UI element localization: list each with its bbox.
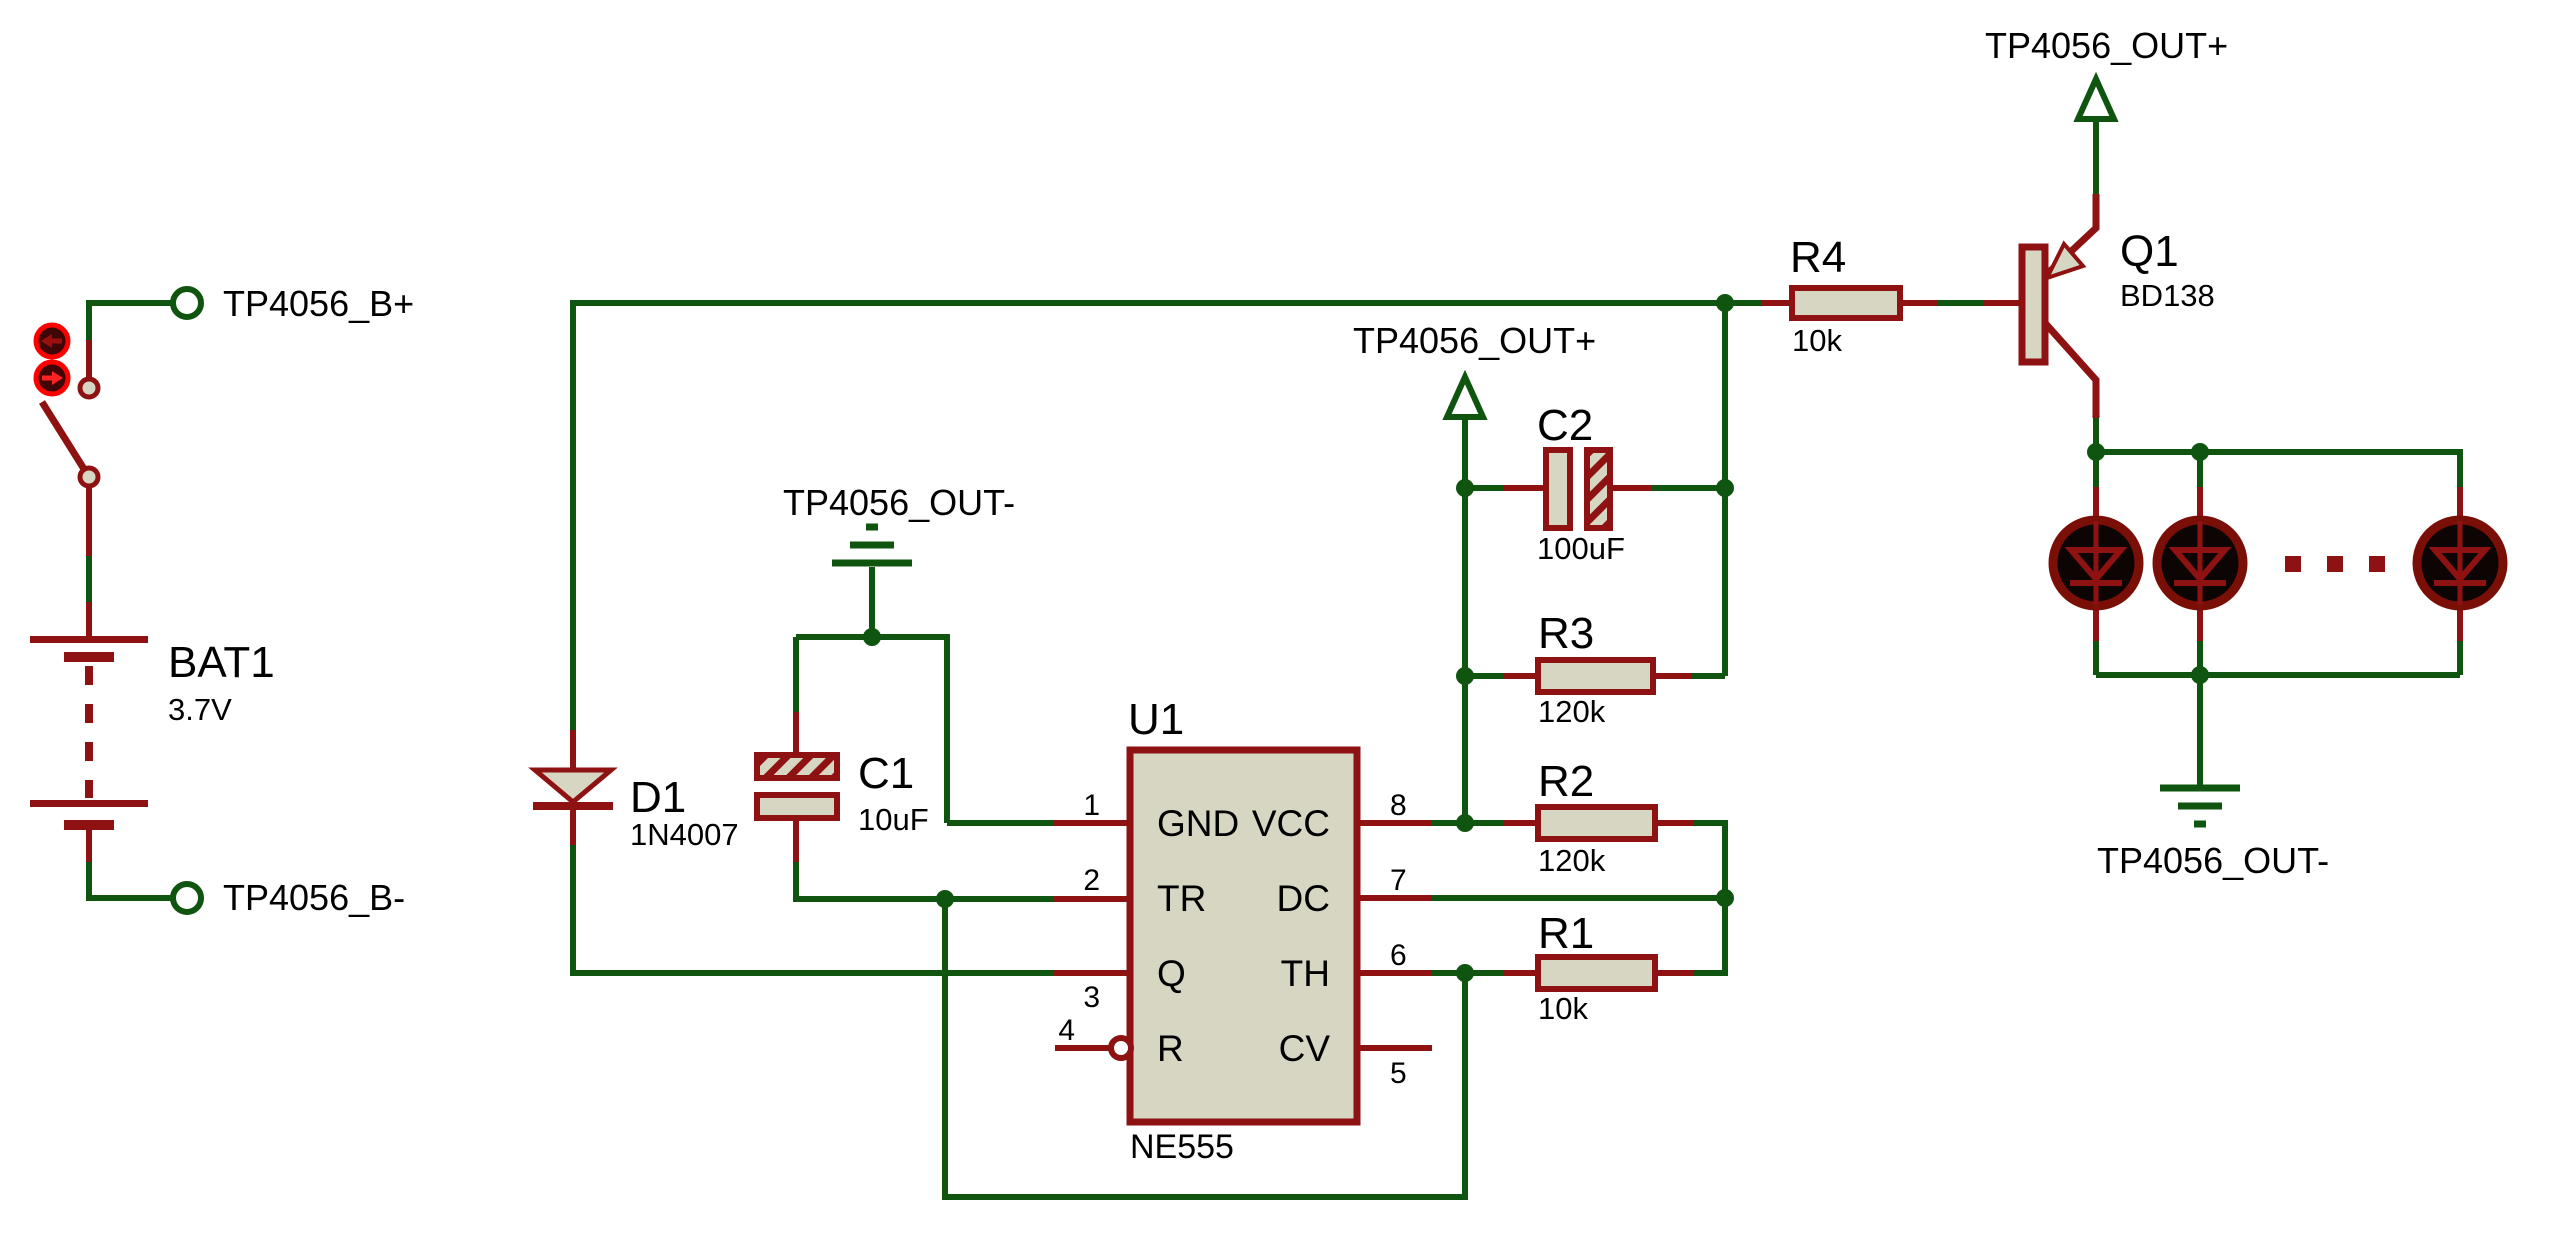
battery-plate-long-top[interactable] [30,636,148,643]
terminal-b-minus[interactable] [170,881,204,915]
led-3-triangle [2428,547,2492,584]
pin-name-left: GND [1157,803,1239,844]
switch-pad-bottom [77,465,101,489]
junction-dot [1456,479,1474,497]
cap-c1-negative-plate[interactable] [754,792,840,821]
pin-number-left: 3 [1083,981,1100,1014]
label-ref-c1: C1 [858,749,914,798]
junction-dot [1716,889,1734,907]
pin-name-right: VCC [1252,803,1330,844]
battery-plate-short-top[interactable] [64,652,114,662]
switch-pad-top [77,376,101,400]
label-value-u1: NE555 [1130,1128,1234,1166]
label-ref-q1: Q1 [2120,227,2179,276]
junction-dot [2087,443,2105,461]
label-value-q1: BD138 [2120,278,2215,313]
label-ref-d1: D1 [630,773,686,822]
junction-dot [936,890,954,908]
led-1-triangle [2064,547,2128,584]
pin-number-right: 6 [1390,939,1407,972]
junction-dot [1456,964,1474,982]
pin-number-right: 5 [1390,1057,1407,1090]
pin-number-right: 8 [1390,789,1407,822]
led-ellipsis-dot [2369,556,2385,572]
q1-collector-lead [2042,320,2100,418]
net-label-out-minus-right: TP4056_OUT- [2097,840,2329,881]
resistor-r4-body[interactable] [1789,285,1903,321]
junction-dot [2191,666,2209,684]
switch-blade[interactable] [39,400,92,479]
resistor-r2-body[interactable] [1535,804,1658,842]
pin-name-left: Q [1157,953,1186,994]
cap-c2-negative-plate[interactable] [1543,447,1573,531]
ic-u1-pin4-invert-bubble [1108,1035,1134,1061]
label-ref-r4: R4 [1790,233,1846,282]
wire-led-top-bus [2096,449,2463,487]
pin-name-right: DC [1277,878,1330,919]
net-label-b-minus: TP4056_B- [223,877,405,918]
label-value-c2: 100uF [1537,531,1625,566]
power-arrow-out-plus-mid [1442,369,1488,420]
junction-dot [1716,479,1734,497]
label-value-r4: 10k [1792,323,1842,358]
net-label-out-plus-right: TP4056_OUT+ [1985,25,2228,66]
wire-r2-right [1693,820,1728,898]
toggle-arrow-right-icon[interactable] [52,371,63,385]
led-2-triangle [2168,547,2232,584]
transistor-q1-base-bar[interactable] [2018,243,2049,366]
junction-dot [2191,443,2209,461]
pin-name-right: CV [1279,1028,1331,1069]
pin-name-left: TR [1157,878,1206,919]
label-ref-u1: U1 [1128,695,1184,744]
wire-q-output [570,845,1054,976]
pin-number-left: 4 [1058,1014,1075,1047]
battery-plate-long-bottom[interactable] [30,800,148,807]
diode-d1-body[interactable] [528,767,618,806]
label-ref-bat1: BAT1 [168,638,275,687]
pin-number-left: 2 [1083,864,1100,897]
ic-u1-body[interactable] [1126,746,1361,1126]
pin-name-right: TH [1281,953,1330,994]
label-ref-r2: R2 [1538,757,1594,806]
pin-number-right: 7 [1390,864,1407,897]
toggle-arrow-left-icon[interactable] [41,334,52,348]
wire-r1-right [1693,898,1728,976]
net-label-out-minus-mid: TP4056_OUT- [783,482,1015,523]
wire-bplus [86,300,172,340]
junction-dot [1456,667,1474,685]
label-value-bat1: 3.7V [168,692,232,727]
junction-dot [1456,814,1474,832]
label-value-d1: 1N4007 [630,817,739,852]
pin-name-left: R [1157,1028,1184,1069]
label-value-r2: 120k [1538,843,1606,878]
power-arrow-out-plus-right [2073,71,2119,122]
label-value-r3: 120k [1538,694,1606,729]
pin-number-left: 1 [1083,789,1100,822]
label-ref-r1: R1 [1538,909,1594,958]
net-label-b-plus: TP4056_B+ [223,283,414,324]
label-ref-r3: R3 [1538,609,1594,658]
transistor-q1-emitter-arrow [2043,240,2087,282]
junction-dot [863,628,881,646]
junction-dot [1716,294,1734,312]
net-label-out-plus-mid: TP4056_OUT+ [1353,320,1596,361]
led-ellipsis-dot [2285,556,2301,572]
wire-c1-tr [793,862,1054,902]
wire-bminus [86,862,172,901]
cap-c2-positive-plate[interactable] [1584,447,1613,531]
label-value-r1: 10k [1538,991,1588,1026]
wire-feedback-loop [942,899,1468,1200]
resistor-r1-body[interactable] [1535,954,1658,992]
wire-outminus-branch [796,634,950,823]
battery-plate-short-bottom[interactable] [64,820,114,830]
cap-c1-positive-plate[interactable] [754,752,840,781]
led-ellipsis-dot [2327,556,2343,572]
label-ref-c2: C2 [1537,401,1593,450]
resistor-r3-body[interactable] [1535,657,1656,695]
terminal-b-plus[interactable] [170,286,204,320]
wire-top-bus [570,300,1725,730]
label-value-c1: 10uF [858,802,929,837]
